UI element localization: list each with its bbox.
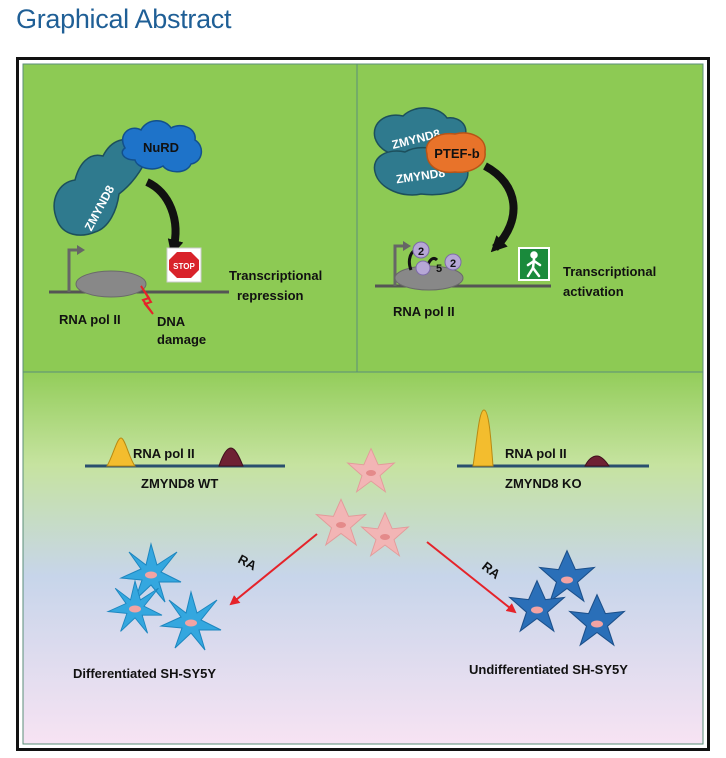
right-tss-arrowhead xyxy=(403,241,411,251)
right-panel: ZMYND8 ZMYND8 PTEF-b 2 5 2 RNA pol II xyxy=(373,107,656,319)
ko-genebody-peak xyxy=(584,455,610,467)
ptefb-shape xyxy=(425,132,486,174)
ra-arrow-left xyxy=(229,533,318,606)
activation-label-line1: Transcriptional xyxy=(563,264,656,279)
stop-sign-text: STOP xyxy=(173,262,195,271)
differentiated-nuclei xyxy=(129,571,197,627)
right-tss-arrow xyxy=(393,244,405,286)
phospho-circle-2b xyxy=(444,253,462,271)
activation-arrow xyxy=(482,162,518,253)
phospho-2b-label: 2 xyxy=(450,258,456,270)
nurd-label: NuRD xyxy=(143,140,179,155)
repression-label-line1: Transcriptional xyxy=(229,268,322,283)
stop-sign-icon xyxy=(169,252,199,278)
ko-promoter-peak xyxy=(472,409,494,467)
phospho-circle-2a xyxy=(412,241,430,259)
dna-damage-icon xyxy=(140,285,154,315)
ko-label: ZMYND8 KO xyxy=(505,476,582,491)
dna-damage-label-line1: DNA xyxy=(157,314,186,329)
ko-rna-pol-ii-label: RNA pol II xyxy=(505,446,567,461)
repression-arrow xyxy=(145,178,184,256)
right-rna-pol-ii-label: RNA pol II xyxy=(393,304,455,319)
walking-person-icon xyxy=(526,251,542,278)
dna-damage-label-line2: damage xyxy=(157,332,206,347)
left-rna-pol-ii-shape xyxy=(75,270,147,298)
activation-label-line2: activation xyxy=(563,284,624,299)
left-tss-arrow xyxy=(67,248,79,292)
differentiated-label: Differentiated SH-SY5Y xyxy=(73,666,216,681)
bottom-panel-background xyxy=(22,371,704,745)
graphical-abstract-heading: Graphical Abstract xyxy=(16,4,232,34)
zmynd8-bottom-label: ZMYND8 xyxy=(395,166,446,187)
wt-rna-pol-ii-label: RNA pol II xyxy=(133,446,195,461)
wt-genebody-peak xyxy=(218,447,244,467)
phospho-5-label: 5 xyxy=(436,263,442,275)
wt-promoter-peak xyxy=(106,437,136,467)
phospho-circle-extra xyxy=(415,260,431,276)
repression-label-line2: repression xyxy=(237,288,304,303)
nurd-complex-shape xyxy=(121,120,203,173)
left-rna-pol-ii-label: RNA pol II xyxy=(59,312,121,327)
phospho-2a-label: 2 xyxy=(418,246,424,258)
undifferentiated-label: Undifferentiated SH-SY5Y xyxy=(469,662,628,677)
pink-neuron-nuclei xyxy=(336,470,390,540)
ptefb-label: PTEF-b xyxy=(434,146,480,161)
right-panel-background xyxy=(356,63,704,373)
ra-arrow-right xyxy=(426,541,517,614)
abstract-frame: ZMYND8 NuRD RNA pol II DNA damage STOP T… xyxy=(16,57,710,751)
undifferentiated-nuclei xyxy=(531,576,603,628)
bottom-panel: RNA pol II ZMYND8 WT RNA pol II ZMYND8 K… xyxy=(73,409,649,681)
left-tss-arrowhead xyxy=(77,245,85,255)
wt-label: ZMYND8 WT xyxy=(141,476,218,491)
left-panel: ZMYND8 NuRD RNA pol II DNA damage STOP T… xyxy=(49,120,322,347)
abstract-diagram: ZMYND8 NuRD RNA pol II DNA damage STOP T… xyxy=(22,63,704,745)
